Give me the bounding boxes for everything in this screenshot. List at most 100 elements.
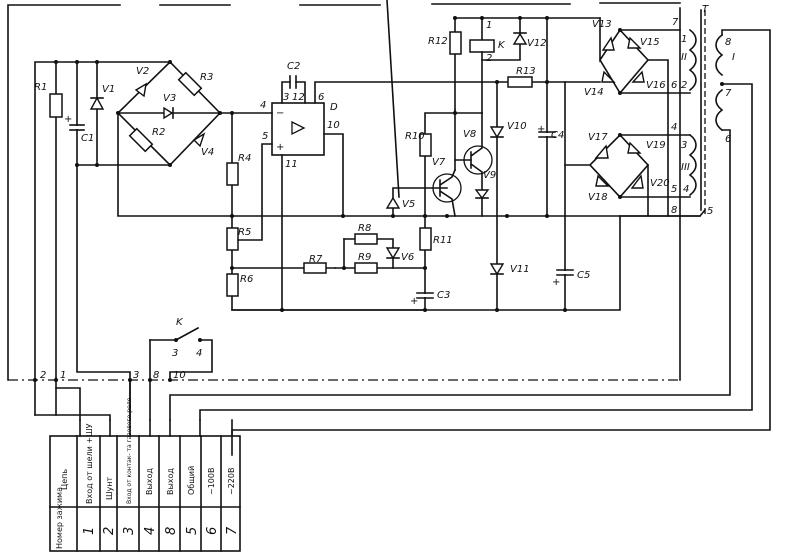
label-c1: C1 xyxy=(81,133,94,144)
c3-plus: + xyxy=(410,296,418,307)
input-network xyxy=(34,60,171,421)
resistor-r1 xyxy=(49,93,63,118)
switch-pin-4: 4 xyxy=(196,348,202,359)
resistor-r3 xyxy=(177,71,203,97)
label-r2: R2 xyxy=(152,127,165,138)
transformer xyxy=(169,7,771,456)
label-v3: V3 xyxy=(163,93,176,104)
tr-pin-6: 6 xyxy=(725,134,731,145)
driver-section xyxy=(231,0,621,312)
opamp-plus: + xyxy=(276,142,284,153)
switch-pin-3: 3 xyxy=(172,348,178,359)
resistor-r12 xyxy=(449,31,462,55)
opamp-minus: − xyxy=(276,108,284,119)
rectifier-bridges xyxy=(564,17,691,217)
bus-node-2: 2 xyxy=(40,370,46,381)
bus-node-10: 10 xyxy=(173,370,186,381)
diode-v16 xyxy=(631,70,645,83)
pin-11: 11 xyxy=(285,159,298,170)
table-cell-number-5: 8 xyxy=(164,527,179,535)
bridge-network xyxy=(116,60,222,216)
label-v9: V9 xyxy=(483,170,496,181)
table-cell-circuit-8: ~220В xyxy=(227,468,236,495)
table-cell-number-1: 1 xyxy=(82,527,97,535)
label-r1: R1 xyxy=(34,82,47,93)
table-cell-number-2: 2 xyxy=(102,527,117,535)
pin-5: 5 xyxy=(262,131,268,142)
tr-node-4: 4 xyxy=(671,122,677,133)
opamp-d xyxy=(271,102,325,156)
diode-v15 xyxy=(627,36,642,49)
label-t: T xyxy=(702,4,709,15)
tr-node-8: 8 xyxy=(671,205,677,216)
tr-node-5b: 5 xyxy=(707,206,713,217)
label-v8: V8 xyxy=(463,129,476,140)
label-r8: R8 xyxy=(358,223,371,234)
label-r4: R4 xyxy=(238,153,251,164)
label-v11: V11 xyxy=(510,264,530,275)
table-cell-number-4: 4 xyxy=(143,527,158,535)
tr-node-5: 5 xyxy=(671,184,677,195)
label-v12: V12 xyxy=(527,38,547,49)
label-v18: V18 xyxy=(588,192,608,203)
terminal-table xyxy=(49,419,241,552)
diode-v17 xyxy=(594,144,609,159)
diode-v6 xyxy=(385,247,401,260)
resistor-r10 xyxy=(419,133,432,157)
table-cell-number-7: 6 xyxy=(205,527,220,535)
bus-node-3: 3 xyxy=(133,370,139,381)
diode-v18 xyxy=(595,174,610,187)
diode-v13 xyxy=(601,36,615,51)
tr-pin-1: 1 xyxy=(681,34,687,45)
diode-v3 xyxy=(163,106,174,120)
resistor-r7 xyxy=(303,262,327,274)
c1-plus: + xyxy=(64,114,72,125)
resistor-r6 xyxy=(226,273,239,297)
label-v20: V20 xyxy=(650,178,670,189)
pin-12: 12 xyxy=(292,92,305,103)
timing-network xyxy=(303,215,434,312)
label-r9: R9 xyxy=(358,252,371,263)
table-cell-circuit-7: ~100В xyxy=(207,468,216,495)
diode-v19 xyxy=(627,141,642,154)
bus-node-1: 1 xyxy=(60,370,66,381)
tr-winding-3: III xyxy=(681,162,690,173)
resistor-r4 xyxy=(226,162,239,186)
tr-winding-2: II xyxy=(681,52,687,63)
tr-pin-4: 4 xyxy=(683,184,689,195)
table-cell-circuit-3: Вход от контак- та газового реле xyxy=(126,397,133,504)
component-labels: R1 C1 V1 V2 V3 R3 R2 V4 R4 R5 R6 C2 D R7… xyxy=(34,4,709,328)
pin-6: 6 xyxy=(318,92,324,103)
table-cell-circuit-4: Выход xyxy=(145,468,154,495)
tr-node-6: 6 xyxy=(671,80,677,91)
label-k: K xyxy=(498,40,506,51)
label-v16: V16 xyxy=(646,80,666,91)
connection-bus xyxy=(8,326,680,421)
diode-v2 xyxy=(134,82,147,98)
diode-v20 xyxy=(630,174,644,189)
label-k-switch: K xyxy=(176,317,184,328)
resistor-r11 xyxy=(419,227,432,251)
tr-node-7: 7 xyxy=(672,17,679,28)
label-v7: V7 xyxy=(432,157,446,168)
label-c4: C4 xyxy=(551,130,564,141)
label-c5: C5 xyxy=(577,270,590,281)
label-r13: R13 xyxy=(516,66,536,77)
pin-10: 10 xyxy=(327,120,340,131)
transistor-v7 xyxy=(432,173,462,203)
c5-plus: + xyxy=(552,277,560,288)
label-v14: V14 xyxy=(584,87,604,98)
label-v13: V13 xyxy=(592,19,612,30)
diode-v14 xyxy=(601,70,616,83)
diode-v9 xyxy=(474,189,490,200)
label-c3: C3 xyxy=(437,290,450,301)
label-v17: V17 xyxy=(588,132,608,143)
resistor-r9 xyxy=(354,262,378,274)
diode-v1 xyxy=(89,96,105,110)
table-cell-circuit-5: Выход xyxy=(166,468,175,495)
table-cell-number-6: 5 xyxy=(185,527,200,535)
label-r11: R11 xyxy=(433,235,453,246)
table-cell-number-8: 7 xyxy=(225,526,240,535)
c4-plus: + xyxy=(537,124,545,135)
